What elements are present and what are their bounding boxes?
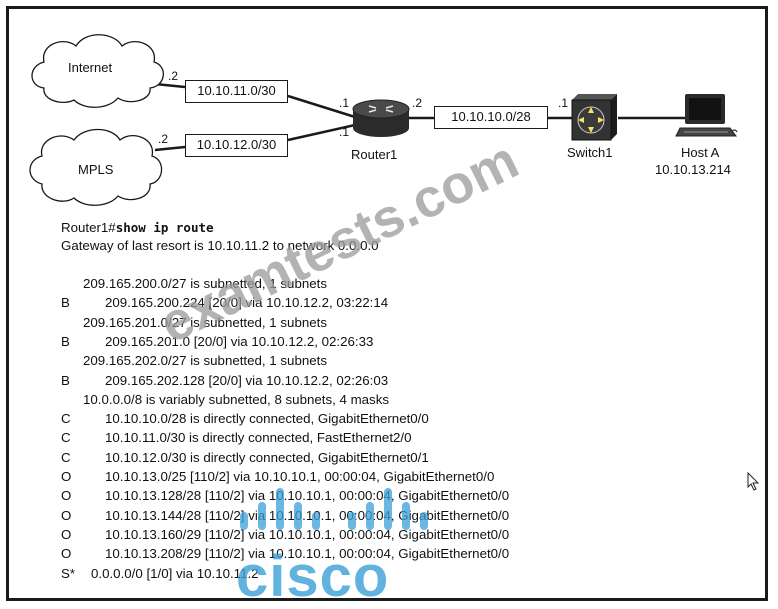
mpls-subnet-box: 10.10.12.0/30 xyxy=(185,134,288,157)
router-right-interface-id: .2 xyxy=(412,96,423,110)
host-ip-label: 10.10.13.214 xyxy=(655,162,731,177)
internet-interface-id: .2 xyxy=(168,69,179,83)
mpls-link-line-2 xyxy=(287,123,356,142)
internet-subnet-box: 10.10.11.0/30 xyxy=(185,80,288,103)
mpls-cloud xyxy=(29,128,163,206)
route-entry: 209.165.201.0/27 is subnetted, 1 subnets xyxy=(61,314,761,332)
route-code: S* xyxy=(61,565,76,581)
internet-link-line-2 xyxy=(287,94,356,119)
route-entry: C 10.10.10.0/28 is directly connected, Gi… xyxy=(61,410,761,428)
router-icon xyxy=(352,99,410,137)
mpls-interface-id: .2 xyxy=(158,132,169,146)
route-text: 10.10.13.128/28 [110/2] via 10.10.10.1, … xyxy=(105,488,510,504)
router-top-interface-id: .1 xyxy=(339,96,350,110)
route-code: O xyxy=(61,526,72,542)
router-label: Router1 xyxy=(351,147,398,162)
switch-icon xyxy=(571,94,617,141)
route-text: 10.0.0.0/8 is variably subnetted, 8 subn… xyxy=(83,391,390,407)
route-entry: C 10.10.11.0/30 is directly connected, Fa… xyxy=(61,429,761,447)
route-code: B xyxy=(61,295,70,311)
computer-icon xyxy=(675,94,738,137)
route-entry: 10.0.0.0/8 is variably subnetted, 8 subn… xyxy=(61,391,761,409)
route-code: C xyxy=(61,449,71,465)
route-entry: O 10.10.13.160/29 [110/2] via 10.10.10.1,… xyxy=(61,526,761,544)
route-code: O xyxy=(61,546,72,562)
internet-cloud-label: Internet xyxy=(68,60,113,75)
route-text: 209.165.200.0/27 is subnetted, 1 subnets xyxy=(83,276,327,291)
route-entry: S* 0.0.0.0/0 [1/0] via 10.10.11.2 xyxy=(61,565,761,583)
mpls-link-line xyxy=(154,145,186,152)
route-entry: B 209.165.200.224 [20/0] via 10.10.12.2, … xyxy=(61,294,761,312)
route-entry: O 10.10.13.128/28 [110/2] via 10.10.10.1,… xyxy=(61,487,761,505)
internet-link-line xyxy=(154,82,186,89)
route-entry: B 209.165.202.128 [20/0] via 10.10.12.2, … xyxy=(61,372,761,390)
route-text: 0.0.0.0/0 [1/0] via 10.10.11.2 xyxy=(91,565,259,581)
route-text: 10.10.11.0/30 is directly connected, Fas… xyxy=(105,430,412,446)
route-code: O xyxy=(61,488,72,504)
internet-cloud xyxy=(31,34,164,108)
mouse-pointer-icon xyxy=(747,471,760,491)
route-text: 10.10.13.160/29 [110/2] via 10.10.10.1, … xyxy=(105,526,510,542)
switch-label: Switch1 xyxy=(567,145,613,160)
route-entry: O 10.10.13.144/28 [110/2] via 10.10.10.1,… xyxy=(61,507,761,525)
route-text: 10.10.13.208/29 [110/2] via 10.10.10.1, … xyxy=(105,546,510,562)
route-text: 209.165.201.0/27 is subnetted, 1 subnets xyxy=(83,314,327,330)
links xyxy=(154,82,685,152)
route-text: 10.10.13.144/28 [110/2] via 10.10.10.1, … xyxy=(105,507,510,523)
route-text: 209.165.200.224 [20/0] via 10.10.12.2, 0… xyxy=(105,295,389,311)
route-text: 209.165.201.0 [20/0] via 10.10.12.2, 02:… xyxy=(105,333,374,349)
route-text: 209.165.202.128 [20/0] via 10.10.12.2, 0… xyxy=(105,372,389,388)
route-code: B xyxy=(61,333,70,349)
switch-subnet-box: 10.10.10.0/28 xyxy=(434,106,548,129)
host-name-label: Host A xyxy=(681,145,720,160)
route-text: 10.10.12.0/30 is directly connected, Gig… xyxy=(105,449,429,465)
route-code: O xyxy=(61,469,72,484)
route-entry: O 10.10.13.208/29 [110/2] via 10.10.10.1,… xyxy=(61,545,761,563)
cli-command-line: Router1#show ip route xyxy=(61,219,214,237)
route-entry: B 209.165.201.0 [20/0] via 10.10.12.2, 02… xyxy=(61,333,761,351)
cli-prompt: Router1# xyxy=(61,220,116,235)
switch-interface-id: .1 xyxy=(558,96,569,110)
router-bottom-interface-id: .1 xyxy=(339,125,350,139)
route-code: B xyxy=(61,372,70,388)
route-entry: 209.165.202.0/27 is subnetted, 1 subnets xyxy=(61,352,761,370)
route-code: O xyxy=(61,507,72,523)
mpls-cloud-label: MPLS xyxy=(78,162,114,177)
gateway-line: Gateway of last resort is 10.10.11.2 to … xyxy=(61,238,379,253)
route-entry: C 10.10.12.0/30 is directly connected, Gi… xyxy=(61,449,761,467)
route-code: C xyxy=(61,411,71,427)
route-text: 10.10.13.0/25 [110/2] via 10.10.10.1, 00… xyxy=(105,469,495,484)
route-entry: O 10.10.13.0/25 [110/2] via 10.10.10.1, 0… xyxy=(61,468,761,486)
route-entry: 209.165.200.0/27 is subnetted, 1 subnets xyxy=(61,275,761,293)
route-code: C xyxy=(61,430,71,446)
route-text: 10.10.10.0/28 is directly connected, Gig… xyxy=(105,411,429,427)
cli-command: show ip route xyxy=(115,220,214,235)
route-text: 209.165.202.0/27 is subnetted, 1 subnets xyxy=(83,353,327,369)
